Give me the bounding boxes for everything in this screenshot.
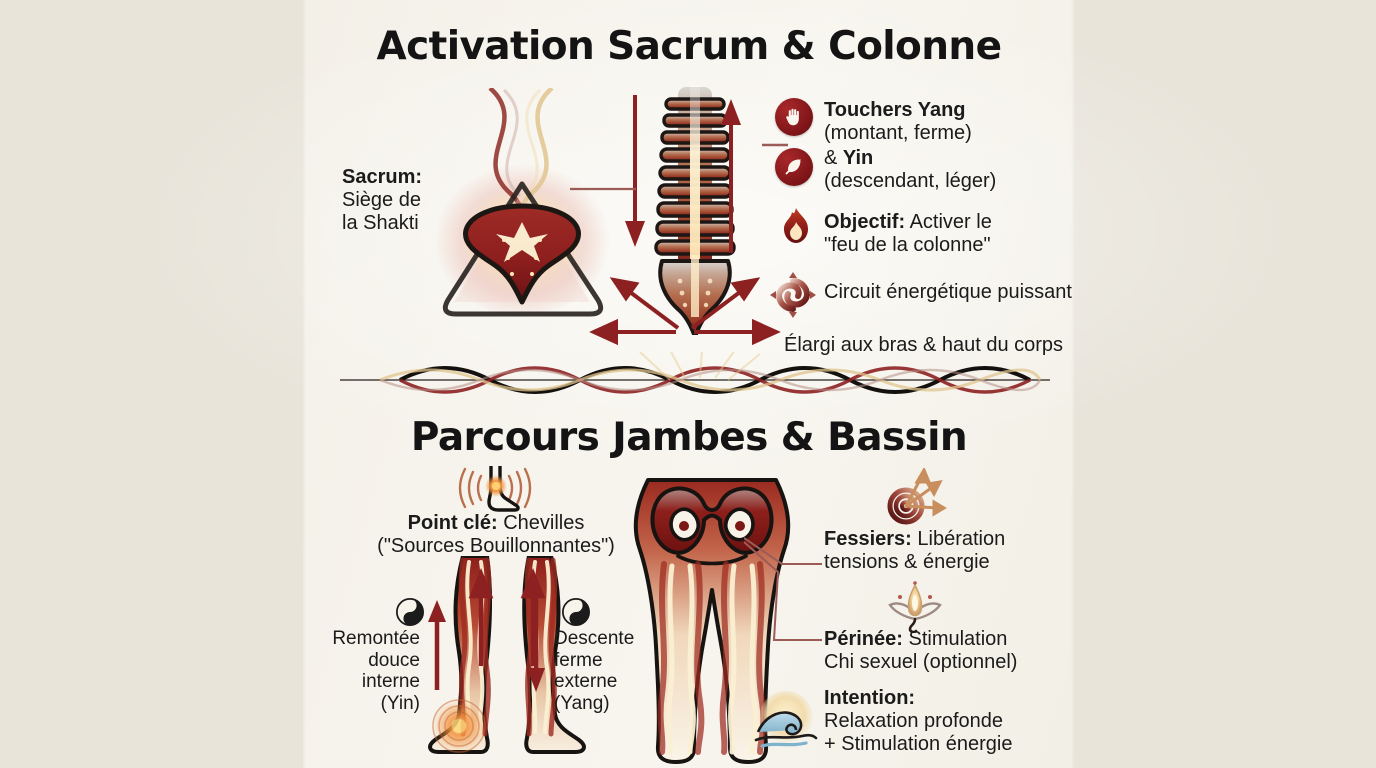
legend-rest: Activer le [905, 211, 992, 233]
target-spiral-icon [882, 468, 948, 528]
legend-plain: Circuit énergétique puissant [824, 281, 1072, 303]
ankle-icon [455, 466, 535, 514]
hand-icon [775, 98, 813, 136]
left-flow-label: Remontée douce interne (Yin) [328, 628, 420, 715]
feather-icon [775, 148, 813, 186]
right-flow-label: Descente ferme externe (Yang) [554, 628, 664, 715]
sacrum-label-line3: la Shakti [342, 212, 419, 235]
legend-item-perinee: Périnée: Stimulation Chi sexuel (optionn… [824, 628, 1094, 674]
yinyang-icon [562, 598, 590, 626]
legend-detail: (descendant, léger) [824, 170, 997, 193]
key-point-strong: Point clé: [407, 512, 498, 534]
legend-detail: Chi sexuel (optionnel) [824, 651, 1018, 674]
legend-detail: Relaxation profonde [824, 710, 1004, 733]
legend-item-yin: & Yin (descendant, léger) [824, 147, 1084, 193]
key-point-label: Point clé: Chevilles ("Sources Bouillonn… [366, 512, 626, 558]
legend-item-intention: Intention: Relaxation profonde + Stimula… [824, 687, 1094, 757]
left-flow-line2: douce [368, 649, 420, 671]
top-caption: Élargi aux bras & haut du corps [784, 334, 1064, 356]
legend-detail: (montant, ferme) [824, 122, 972, 145]
right-flow-line1: Descente [554, 628, 635, 649]
legend-rest: Libération [911, 528, 1006, 550]
flame-icon [778, 206, 814, 246]
page-title-top: Activation Sacrum & Colonne [376, 24, 1002, 69]
page-title-bottom: Parcours Jambes & Bassin [410, 415, 968, 460]
legend-detail: tensions & énergie [824, 551, 990, 574]
legend-item-fessiers: Fessiers: Libération tensions & énergie [824, 528, 1074, 574]
legend-item-objectif: Objectif: Activer le "feu de la colonne" [824, 211, 1074, 257]
spiral-icon [768, 270, 818, 320]
left-flow-line1: Remontée [332, 628, 420, 649]
left-flow-line3: interne [361, 671, 420, 693]
legend-strong: Yin [842, 147, 874, 169]
legend-item-circuit: Circuit énergétique puissant [824, 281, 1084, 304]
legend-prefix: & [824, 147, 843, 169]
sacrum-label: Sacrum: Siège de la Shakti [342, 166, 472, 236]
legend-item-touchers-yang: Touchers Yang (montant, ferme) [824, 99, 1074, 145]
lotus-icon [882, 581, 948, 633]
key-point-rest: Chevilles [497, 512, 585, 534]
key-point-detail: ("Sources Bouillonnantes") [377, 535, 615, 558]
right-flow-line3: externe [554, 671, 618, 693]
legend-strong: Touchers Yang [824, 99, 966, 121]
left-flow-line4: (Yin) [380, 692, 420, 714]
right-flow-line2: ferme [554, 649, 603, 671]
legend-strong: Intention: [824, 687, 916, 709]
legend-rest: Stimulation [902, 628, 1008, 650]
wave-icon [752, 690, 820, 752]
legend-detail2: + Stimulation énergie [824, 733, 1013, 756]
legend-detail: "feu de la colonne" [824, 234, 991, 257]
sacrum-label-strong: Sacrum: [342, 166, 423, 188]
sacrum-label-line2: Siège de [342, 189, 421, 212]
right-flow-line4: (Yang) [554, 692, 610, 714]
legend-strong: Objectif: [824, 211, 906, 233]
legend-strong: Périnée: [824, 628, 903, 650]
legend-strong: Fessiers: [824, 528, 912, 550]
yinyang-icon [396, 598, 424, 626]
